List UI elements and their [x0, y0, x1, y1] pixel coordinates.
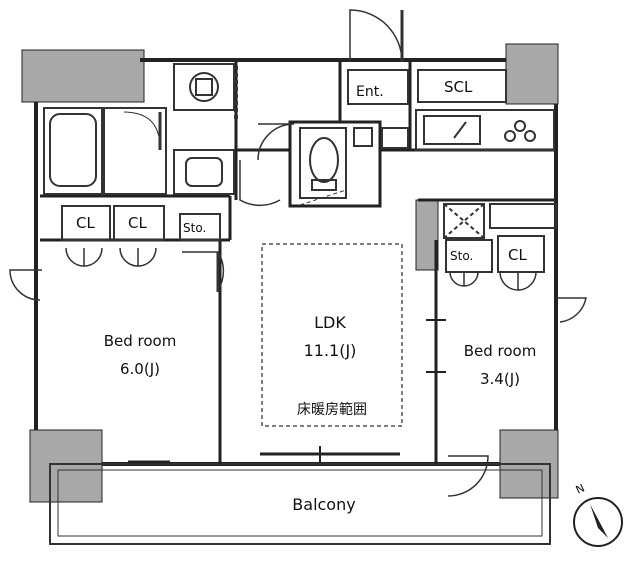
door-balcony-right — [447, 455, 489, 497]
door-bedroom-2 — [556, 297, 587, 323]
room-labels: Ent. SCL CL CL CL Sto. Sto. LDK 11.1(J) … — [76, 78, 536, 514]
sliding-doors — [128, 319, 446, 464]
compass: N — [573, 481, 623, 547]
pillar-top-left — [21, 49, 145, 103]
label-storage-2: Sto. — [450, 249, 473, 263]
label-bedroom-1-name: Bed room — [104, 332, 177, 350]
toilet — [299, 127, 409, 206]
bathroom — [43, 107, 167, 195]
closet-boxes — [61, 69, 545, 273]
door-hall — [239, 160, 281, 207]
door-toilet — [257, 123, 295, 161]
label-balcony: Balcony — [292, 495, 355, 514]
door-bedroom-1 — [9, 269, 42, 301]
label-storage-1: Sto. — [183, 221, 206, 235]
label-ldk-size: 11.1(J) — [304, 341, 357, 360]
kitchen — [415, 109, 557, 239]
doors — [9, 9, 587, 497]
label-ldk-name: LDK — [314, 313, 346, 332]
floor-heating-zone — [261, 243, 403, 427]
compass-circle-icon — [573, 497, 623, 547]
label-shoe-closet: SCL — [444, 78, 473, 96]
closet-doors — [65, 247, 537, 291]
label-bedroom-2-name: Bed room — [464, 342, 537, 360]
label-entrance: Ent. — [356, 84, 384, 100]
compass-arrow-icon — [590, 504, 608, 538]
pillar-bottom-left — [29, 429, 103, 503]
balcony-area — [49, 463, 551, 545]
label-closet-1: CL — [76, 214, 95, 232]
utility-fixtures — [173, 63, 238, 195]
label-floor-heating: 床暖房範囲 — [297, 401, 367, 418]
label-north: N — [574, 481, 587, 496]
outer-walls — [34, 58, 558, 466]
label-bedroom-2-size: 3.4(J) — [480, 370, 520, 388]
pillar-top-right — [505, 43, 559, 105]
door-entrance — [349, 9, 403, 63]
label-bedroom-1-size: 6.0(J) — [120, 360, 160, 378]
interior-walls — [40, 62, 556, 464]
label-closet-2: CL — [128, 214, 147, 232]
label-closet-3: CL — [508, 246, 527, 264]
